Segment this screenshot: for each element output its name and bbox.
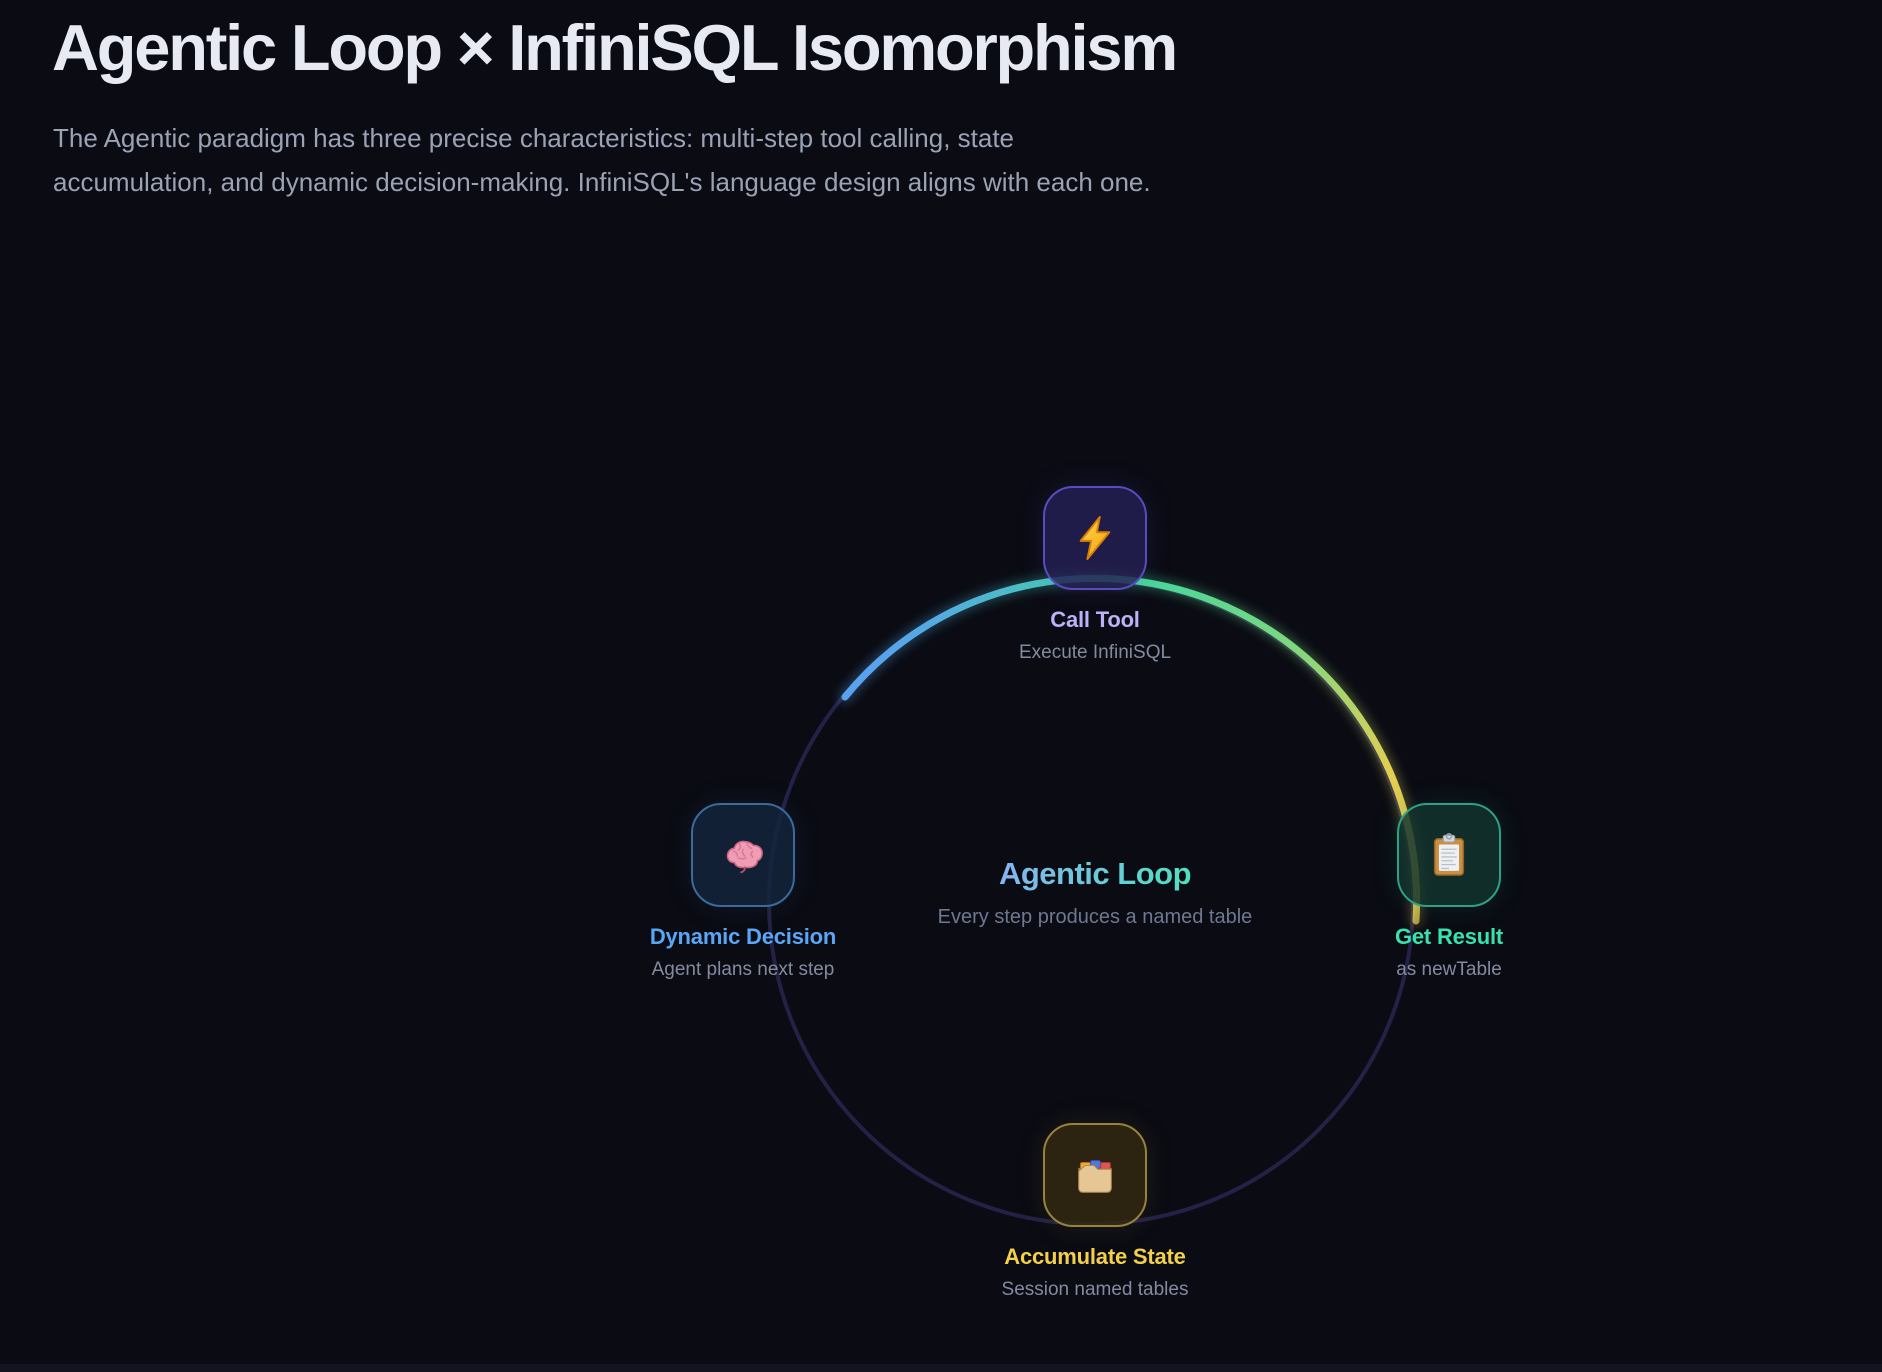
node-label: Get Result [1394, 924, 1504, 949]
accumulate-state-icon-box [1043, 1123, 1147, 1227]
diagram-center: Agentic Loop Every step produces a named… [845, 856, 1345, 929]
center-subtitle: Every step produces a named table [937, 906, 1253, 928]
clipboard-icon [1433, 833, 1465, 876]
node-dynamic-decision: Dynamic Decision Agent plans next step [603, 803, 883, 981]
loop-ring-gradient-arc [841, 574, 1421, 925]
card-index-icon [1078, 1160, 1112, 1193]
get-result-icon-box [1397, 803, 1501, 907]
node-sublabel: Session named tables [1001, 1279, 1189, 1300]
page-description: The Agentic paradigm has three precise c… [53, 123, 1151, 197]
node-sublabel: Agent plans next step [651, 959, 835, 980]
center-title: Agentic Loop [998, 856, 1192, 891]
dynamic-decision-icon-box [691, 803, 795, 907]
node-sublabel: Execute InfiniSQL [1018, 642, 1172, 663]
node-label: Dynamic Decision [649, 924, 837, 949]
page-title: Agentic Loop × InfiniSQL Isomorphism [52, 11, 1178, 84]
call-tool-icon-box [1043, 486, 1147, 590]
node-label: Accumulate State [1004, 1244, 1186, 1269]
node-sublabel: as newTable [1396, 959, 1502, 980]
lightning-icon [1079, 515, 1111, 561]
brain-icon [726, 840, 763, 874]
next-section-edge [0, 1364, 1882, 1372]
node-label: Call Tool [1050, 607, 1140, 632]
node-call-tool: Call Tool Execute InfiniSQL [955, 486, 1235, 664]
node-get-result: Get Result as newTable [1309, 803, 1589, 981]
node-accumulate-state: Accumulate State Session named tables [955, 1123, 1235, 1301]
